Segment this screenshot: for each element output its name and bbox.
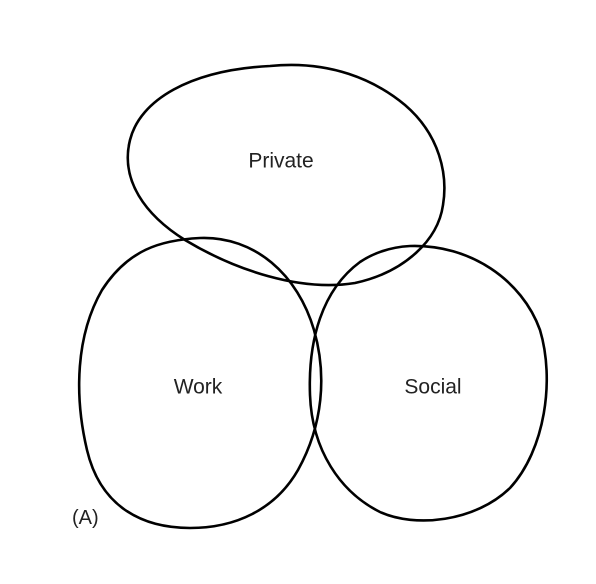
panel-label: (A) [72, 507, 99, 529]
private-set-outline [126, 63, 446, 287]
work-set-outline [77, 236, 323, 530]
social-label: Social [404, 376, 461, 399]
work-label: Work [174, 376, 223, 399]
private-label: Private [248, 150, 313, 173]
social-set-outline [308, 244, 549, 522]
